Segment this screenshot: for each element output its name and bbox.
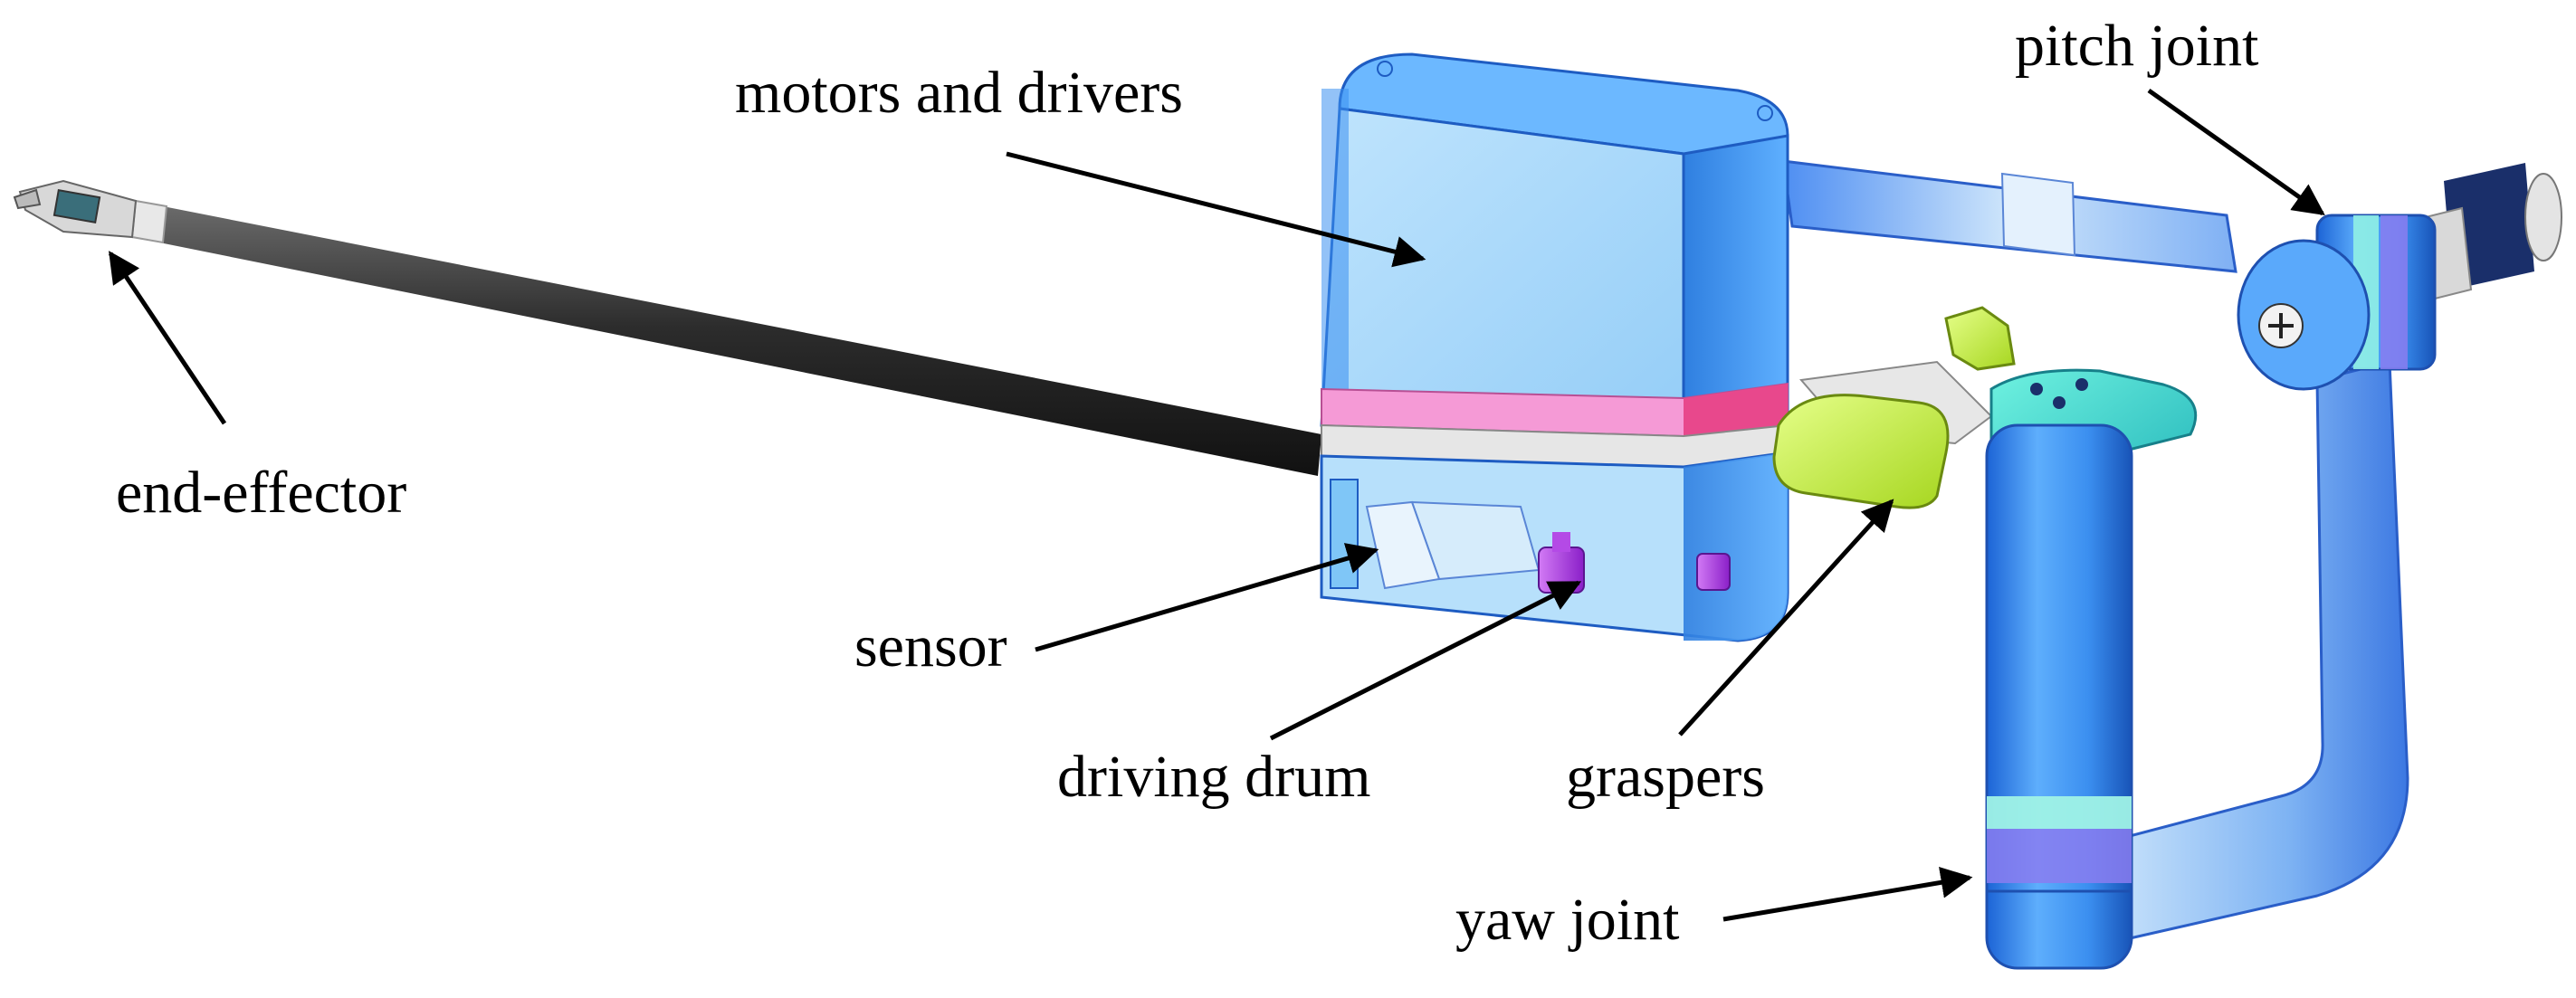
end-effector-tip [13, 179, 138, 239]
motor-housing [1320, 52, 1789, 642]
arrow-yaw-joint [1722, 866, 1973, 922]
arrow-graspers [1678, 499, 1894, 737]
instrument-shaft [130, 199, 1321, 476]
handle-assembly [1985, 368, 2198, 970]
label-pitch-joint: pitch joint [2015, 13, 2259, 79]
graspers-part [1772, 306, 2016, 509]
label-motors-and-drivers: motors and drivers [735, 60, 1183, 126]
arrow-end-effector [108, 251, 227, 425]
arrow-pitch-joint [2147, 88, 2325, 216]
c-frame [1781, 159, 2409, 943]
label-yaw-joint: yaw joint [1455, 887, 1680, 953]
label-sensor: sensor [854, 613, 1007, 680]
callout-arrows [108, 88, 2325, 922]
label-end-effector: end-effector [116, 460, 407, 526]
arrow-motors-and-drivers [1006, 151, 1426, 268]
label-driving-drum: driving drum [1057, 744, 1371, 810]
label-graspers: graspers [1566, 744, 1765, 810]
arrow-driving-drum [1269, 580, 1582, 741]
pitch-joint-assembly [2237, 163, 2562, 391]
arrow-sensor [1035, 543, 1379, 652]
